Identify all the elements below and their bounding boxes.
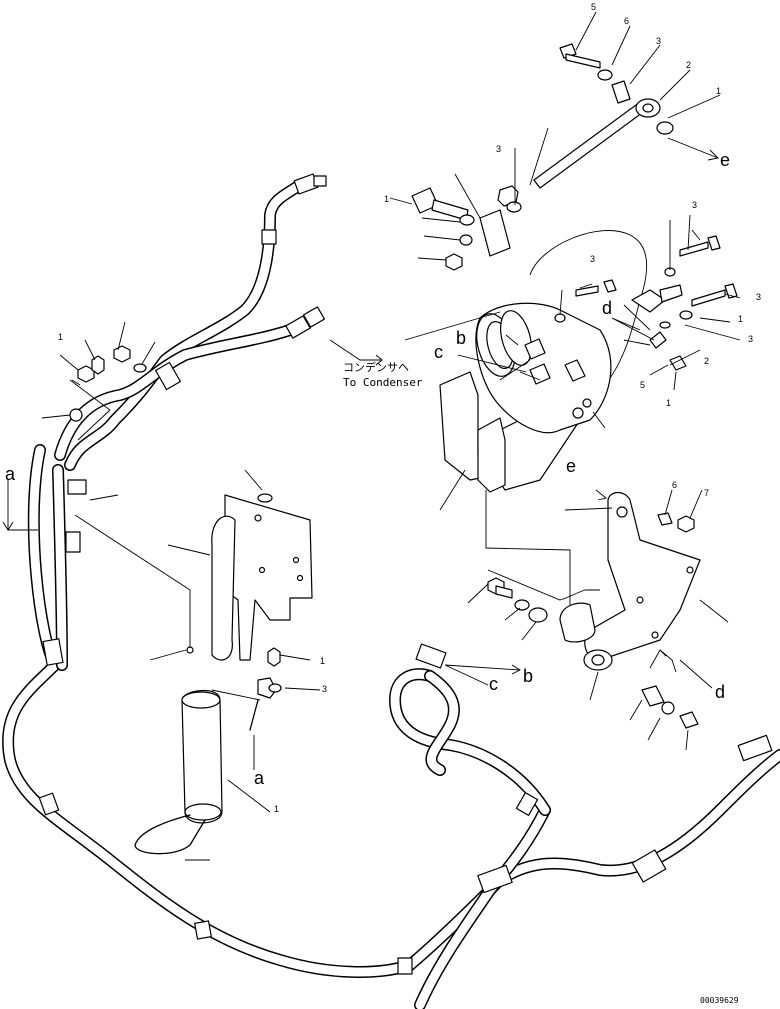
ref-letter-c: c xyxy=(434,342,443,362)
part-number: 5 xyxy=(591,2,596,12)
part-number: 1 xyxy=(666,398,671,408)
drawing-code: 00039629 xyxy=(700,996,739,1005)
lower-hose-bundle xyxy=(2,444,780,1009)
right-bolts xyxy=(554,214,741,391)
part-number: 6 xyxy=(624,16,629,26)
part-number: 2 xyxy=(686,60,691,70)
part-number: 1 xyxy=(274,804,279,814)
ref-letter-a: a xyxy=(5,464,16,484)
part-number: 7 xyxy=(704,488,709,498)
condenser-note: コンデンサヘ To Condenser xyxy=(343,360,423,389)
part-number: 3 xyxy=(322,684,327,694)
ref-letter-d: d xyxy=(602,298,612,318)
compressor-assembly xyxy=(404,230,647,610)
adjusting-rod-hardware xyxy=(389,11,721,271)
ref-letter-d: d xyxy=(715,682,725,702)
part-number: 1 xyxy=(320,656,325,666)
part-number: 5 xyxy=(640,380,645,390)
part-numbers: 5 6 3 2 1 3 1 3 3 3 3 1 1 2 5 6 7 1 3 1 … xyxy=(58,2,761,814)
ref-letter-b: b xyxy=(456,328,466,348)
part-number: 3 xyxy=(496,144,501,154)
part-number: 1 xyxy=(738,314,743,324)
part-number: 3 xyxy=(756,292,761,302)
leader-lines xyxy=(2,317,655,686)
ref-letter-b: b xyxy=(523,666,533,686)
hose-clamps xyxy=(38,229,667,975)
reference-letters: a a b b c c d d e e xyxy=(5,150,730,788)
left-small-hardware xyxy=(41,321,156,441)
part-number: 3 xyxy=(656,36,661,46)
part-number: 1 xyxy=(716,86,721,96)
receiver-drier-bracket xyxy=(134,469,321,861)
upper-hose-runs xyxy=(54,179,306,471)
note-japanese: コンデンサヘ xyxy=(343,360,409,374)
part-number: 2 xyxy=(704,356,709,366)
ref-letter-e: e xyxy=(720,150,730,170)
part-number: 3 xyxy=(692,200,697,210)
note-english: To Condenser xyxy=(343,376,423,389)
part-number: 1 xyxy=(58,332,63,342)
hose-fittings xyxy=(65,173,773,762)
part-number: 1 xyxy=(384,194,389,204)
part-number: 3 xyxy=(748,334,753,344)
part-number: 3 xyxy=(590,254,595,264)
compressor-mount-bracket xyxy=(467,489,729,751)
ref-letter-e: e xyxy=(566,456,576,476)
ref-letter-a: a xyxy=(254,768,265,788)
ref-letter-c: c xyxy=(489,674,498,694)
part-number: 6 xyxy=(672,480,677,490)
